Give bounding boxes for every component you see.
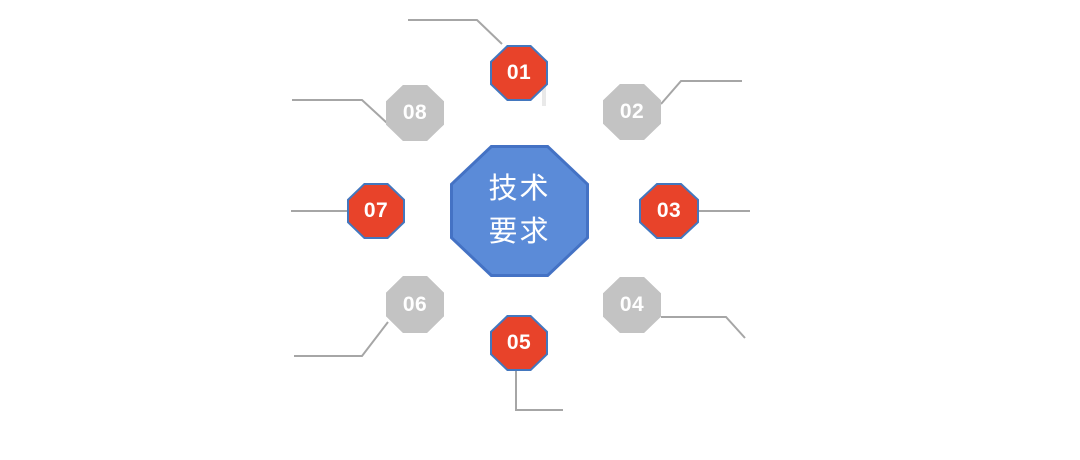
node-04-border: 04 <box>603 277 661 333</box>
node-07-fill: 07 <box>349 185 403 237</box>
node-05-label: 05 <box>506 331 532 354</box>
node-02: 02 <box>603 84 661 140</box>
node-08-fill: 08 <box>386 85 444 141</box>
node-07-border: 07 <box>347 183 405 239</box>
node-05-border: 05 <box>490 315 548 371</box>
center-node-fill: 技术 要求 <box>453 148 586 274</box>
node-04: 04 <box>603 277 661 333</box>
center-label-line2: 要求 <box>488 216 551 248</box>
node-01-border: 01 <box>490 45 548 101</box>
connector-node-04 <box>661 316 746 339</box>
connector-node-01 <box>408 19 503 45</box>
node-05: 05 <box>490 315 548 371</box>
center-node: 技术 要求 <box>450 145 589 277</box>
node-07: 07 <box>347 183 405 239</box>
node-08-border: 08 <box>386 85 444 141</box>
connector-node-05 <box>515 371 563 411</box>
node-02-border: 02 <box>603 84 661 140</box>
node-06-border: 06 <box>386 276 444 333</box>
node-03: 03 <box>639 183 699 239</box>
node-03-fill: 03 <box>641 185 697 237</box>
node-05-fill: 05 <box>492 317 546 369</box>
node-02-label: 02 <box>619 100 645 123</box>
node-02-fill: 02 <box>603 84 661 140</box>
node-04-fill: 04 <box>603 277 661 333</box>
node-07-label: 07 <box>363 199 389 222</box>
node-03-border: 03 <box>639 183 699 239</box>
connector-node-02 <box>660 80 742 105</box>
node-06-fill: 06 <box>386 276 444 333</box>
node-01-fill: 01 <box>492 47 546 99</box>
center-node-border: 技术 要求 <box>450 145 589 277</box>
node-08: 08 <box>386 85 444 141</box>
node-08-label: 08 <box>402 101 428 124</box>
center-label: 技术 要求 <box>488 168 550 254</box>
node-04-label: 04 <box>619 293 645 316</box>
node-06-label: 06 <box>402 292 428 316</box>
connector-node-08 <box>292 99 388 124</box>
center-label-line1: 技术 <box>488 173 551 205</box>
node-01: 01 <box>490 45 548 101</box>
node-06: 06 <box>386 276 444 333</box>
connector-node-06 <box>294 321 389 357</box>
node-03-label: 03 <box>656 199 682 222</box>
node-01-label: 01 <box>506 61 532 84</box>
